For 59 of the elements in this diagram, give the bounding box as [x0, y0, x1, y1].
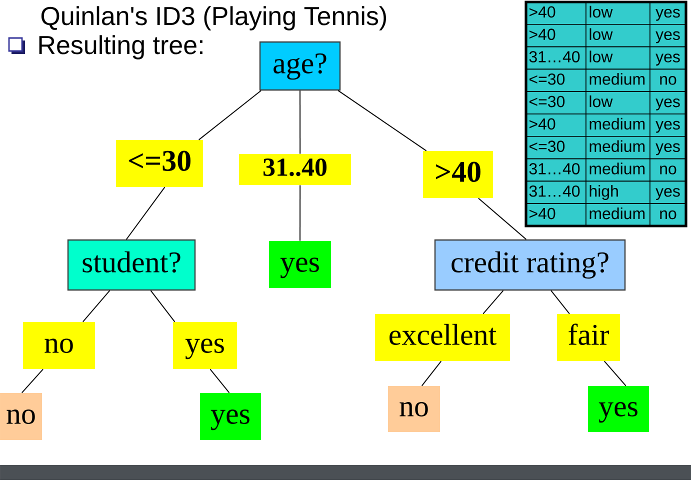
table-cell: >40	[526, 114, 586, 137]
attribute-box: student?	[67, 239, 196, 291]
table-cell: medium	[586, 203, 650, 226]
table-cell: 31…40	[526, 158, 586, 182]
table-cell: no	[650, 203, 686, 226]
table-cell: yes	[650, 114, 686, 137]
branch-label-box: excellent	[375, 314, 510, 361]
table-cell: low	[586, 46, 650, 70]
table-cell: low	[586, 91, 650, 114]
branch-line	[150, 290, 176, 322]
bullet-text: Resulting tree:	[39, 35, 202, 60]
table-cell: >40	[526, 203, 586, 226]
branch-label-box: yes	[173, 322, 237, 369]
branch-label-box: >40	[423, 151, 493, 198]
table-cell: >40	[526, 24, 586, 48]
table-cell: <=30	[526, 136, 586, 160]
table-cell: low	[586, 24, 650, 48]
branch-line	[82, 290, 110, 322]
branch-line	[210, 368, 230, 394]
branch-line	[300, 184, 301, 242]
table-cell: yes	[650, 180, 686, 204]
branch-line	[421, 360, 442, 386]
table-cell: yes	[650, 46, 686, 70]
table-cell: <=30	[526, 68, 586, 92]
branch-line	[550, 290, 570, 314]
branch-line	[300, 90, 301, 154]
table-cell: <=30	[526, 91, 586, 114]
branch-line	[198, 90, 262, 140]
table-cell: yes	[650, 24, 686, 48]
branch-line	[478, 198, 527, 240]
table-cell: 31…40	[526, 180, 586, 204]
branch-line	[482, 290, 504, 314]
branch-label-box: 31..40	[239, 154, 351, 185]
branch-line	[126, 186, 166, 240]
table-cell: no	[650, 68, 686, 92]
branch-line	[338, 90, 427, 152]
branch-label-box: <=30	[116, 140, 203, 187]
table-cell: medium	[586, 68, 650, 92]
table-cell: no	[650, 158, 686, 182]
attribute-box: age?	[259, 41, 341, 91]
branch-label-box: no	[23, 322, 95, 369]
leaf-box: yes	[200, 393, 261, 440]
table-cell: yes	[650, 136, 686, 160]
table-cell: medium	[586, 136, 650, 160]
branch-label-box: fair	[557, 314, 620, 361]
branch-line	[21, 368, 44, 394]
leaf-box: yes	[269, 241, 331, 288]
table-cell: low	[586, 2, 650, 25]
leaf-box: yes	[588, 386, 649, 432]
leaf-box: no	[388, 386, 440, 432]
table-cell: medium	[586, 158, 650, 182]
table-cell: 31…40	[526, 46, 586, 70]
table-cell: yes	[650, 91, 686, 114]
bullet-text: Quinlan's ID3 (Playing Tennis)	[41, 6, 386, 30]
leaf-box: no	[0, 393, 42, 440]
table-cell: high	[586, 180, 650, 204]
table-cell: medium	[586, 114, 650, 137]
attribute-box: credit rating?	[434, 239, 626, 291]
branch-line	[604, 360, 626, 386]
